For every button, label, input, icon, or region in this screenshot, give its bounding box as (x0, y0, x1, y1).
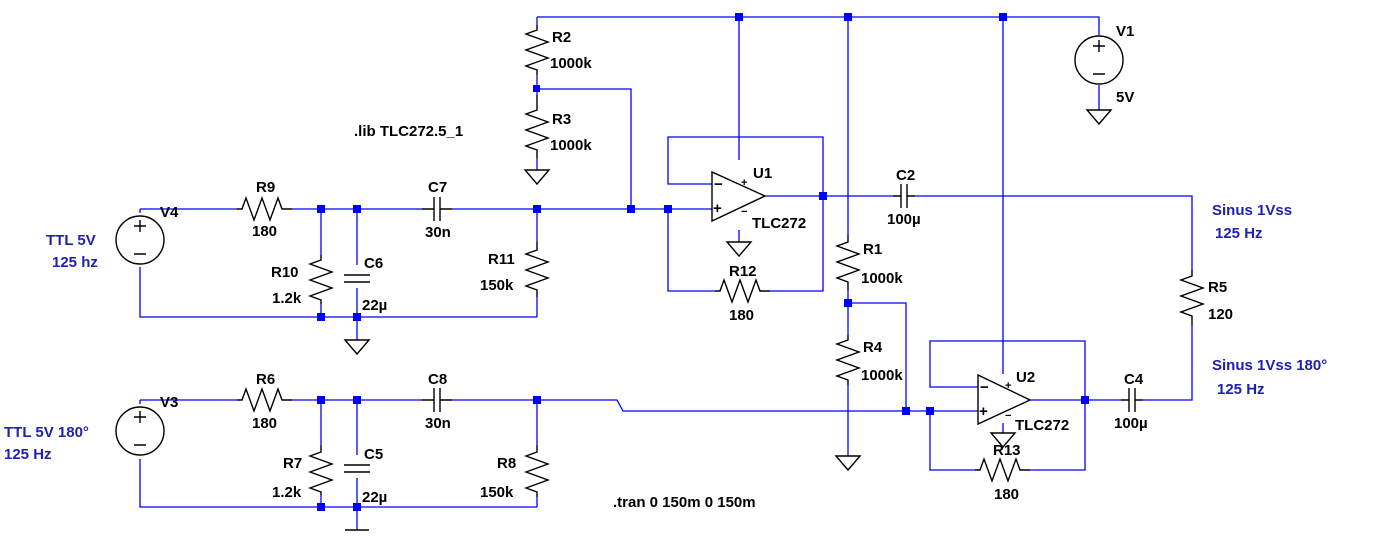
lib-directive: .lib TLC272.5_1 (354, 123, 463, 140)
u1-value: TLC272 (752, 215, 806, 232)
r4-value: 1000k (861, 367, 903, 384)
tran-directive: .tran 0 150m 0 150m (613, 494, 756, 511)
resistor-r11[interactable]: R11 150k (480, 242, 551, 297)
r3-name: R3 (552, 111, 571, 128)
junctions (317, 13, 1089, 511)
r9-name: R9 (256, 179, 275, 196)
c6-name: C6 (364, 255, 383, 272)
v1-value: 5V (1116, 89, 1134, 106)
r6-value: 180 (252, 415, 277, 432)
r5-name: R5 (1208, 279, 1227, 296)
ground-icon (1085, 109, 1113, 126)
resistor-r2[interactable]: R2 1000k (523, 25, 592, 75)
r7-name: R7 (283, 455, 302, 472)
voltage-source-v4[interactable]: V4 (115, 204, 179, 265)
v3-annotation-line1: TTL 5V 180° (4, 424, 89, 441)
c5-value: 22µ (362, 489, 387, 506)
v3-annotation-line2: 125 Hz (4, 446, 52, 463)
resistor-r10[interactable]: R10 1.2k (271, 255, 335, 307)
c4-name: C4 (1124, 371, 1144, 388)
ground-icon (989, 432, 1017, 449)
r11-value: 150k (480, 277, 514, 294)
resistor-r6[interactable]: R6 180 (237, 371, 292, 432)
v1-name: V1 (1116, 23, 1134, 40)
resistor-r5[interactable]: R5 120 (1178, 270, 1233, 325)
c7-value: 30n (425, 224, 451, 241)
r2-name: R2 (552, 29, 571, 46)
r1-value: 1000k (861, 270, 903, 287)
r7-value: 1.2k (272, 484, 302, 501)
r6-name: R6 (256, 371, 275, 388)
svg-text:−: − (980, 379, 989, 396)
voltage-source-v1[interactable]: V1 5V (1074, 23, 1134, 106)
capacitor-c6[interactable]: C6 22µ (344, 255, 387, 314)
ground-icon (523, 169, 551, 186)
svg-text:−: − (1005, 410, 1011, 422)
capacitor-c8[interactable]: C8 30n (422, 371, 452, 432)
capacitor-c4[interactable]: C4 100µ (1114, 371, 1148, 432)
v4-annotation-line1: TTL 5V (46, 232, 96, 249)
r9-value: 180 (252, 223, 277, 240)
svg-text:+: + (979, 403, 988, 420)
output2-annotation-line1: Sinus 1Vss 180° (1212, 357, 1327, 374)
capacitor-c7[interactable]: C7 30n (422, 179, 452, 241)
c4-value: 100µ (1114, 415, 1148, 432)
r8-value: 150k (480, 484, 514, 501)
resistor-r8[interactable]: R8 150k (480, 445, 551, 501)
r12-value: 180 (729, 307, 754, 324)
r13-value: 180 (994, 486, 1019, 503)
svg-text:+: + (741, 177, 747, 189)
resistor-r3[interactable]: R3 1000k (523, 95, 592, 158)
capacitor-c5[interactable]: C5 22µ (344, 446, 387, 506)
c8-name: C8 (428, 371, 447, 388)
resistor-r13[interactable]: R13 180 (975, 442, 1030, 503)
r4-name: R4 (863, 339, 883, 356)
c7-name: C7 (428, 179, 447, 196)
capacitor-c2[interactable]: C2 100µ (887, 167, 921, 228)
opamp-u2[interactable]: − + + − U2 TLC272 (977, 369, 1069, 434)
c2-name: C2 (896, 167, 915, 184)
resistor-r9[interactable]: R9 180 (237, 179, 292, 240)
opamp-u1[interactable]: − + + − U1 TLC272 (711, 165, 806, 232)
svg-text:−: − (741, 206, 747, 218)
r3-value: 1000k (550, 137, 592, 154)
v3-name: V3 (160, 394, 178, 411)
svg-text:+: + (1005, 380, 1011, 392)
r12-name: R12 (729, 263, 757, 280)
voltage-source-v3[interactable]: V3 (115, 394, 178, 456)
r5-value: 120 (1208, 306, 1233, 323)
r8-name: R8 (497, 455, 516, 472)
resistor-r12[interactable]: R12 180 (715, 263, 770, 324)
resistor-r7[interactable]: R7 1.2k (272, 445, 335, 501)
ground-icon (834, 455, 862, 472)
output2-annotation-line2: 125 Hz (1217, 381, 1265, 398)
output1-annotation-line2: 125 Hz (1215, 225, 1263, 242)
u2-name: U2 (1016, 369, 1035, 386)
v4-annotation-line2: 125 hz (52, 254, 98, 271)
c8-value: 30n (425, 415, 451, 432)
c6-value: 22µ (362, 297, 387, 314)
ground-icon (725, 241, 753, 258)
resistor-r4[interactable]: R4 1000k (834, 335, 903, 385)
svg-text:−: − (714, 176, 723, 193)
u2-value: TLC272 (1015, 417, 1069, 434)
v4-name: V4 (160, 204, 179, 221)
c2-value: 100µ (887, 211, 921, 228)
svg-text:+: + (713, 200, 722, 217)
output1-annotation-line1: Sinus 1Vss (1212, 202, 1292, 219)
r10-value: 1.2k (272, 290, 302, 307)
ground-symbols (343, 109, 1113, 531)
ground-icon (343, 339, 371, 356)
c5-name: C5 (364, 446, 383, 463)
r11-name: R11 (488, 251, 515, 268)
r10-name: R10 (271, 264, 299, 281)
r13-name: R13 (993, 442, 1021, 459)
r1-name: R1 (863, 241, 882, 258)
u1-name: U1 (753, 165, 772, 182)
resistor-r1[interactable]: R1 1000k (834, 235, 903, 290)
r2-value: 1000k (550, 55, 592, 72)
